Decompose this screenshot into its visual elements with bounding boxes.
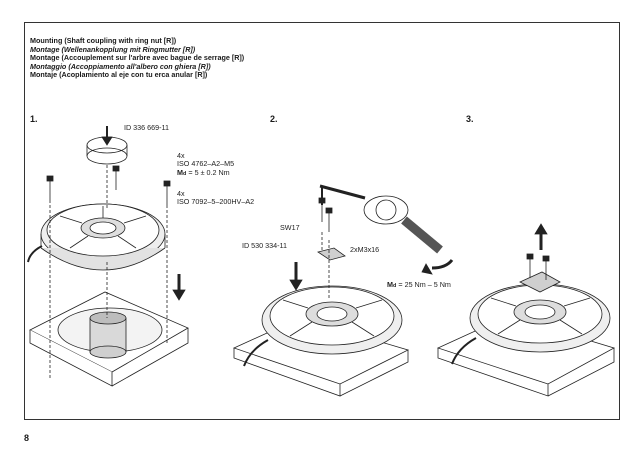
step-3-number: 3. (466, 114, 474, 124)
step-2-illustration (232, 184, 454, 397)
torque-subscript-1: d (183, 171, 187, 177)
screw-iso-label-1: ISO 4762–A2–M5 (177, 159, 235, 168)
heading-block: Mounting (Shaft coupling with ring nut [… (30, 36, 245, 80)
torque-symbol-1: M (177, 168, 183, 177)
heading-it: Montaggio (Accoppiamento all'albero con … (30, 61, 211, 71)
screws-label-2: 2xM3x16 (350, 245, 380, 254)
screw-count-label-1: 4x (177, 151, 185, 160)
screw-iso-label-2: ISO 7092–5–200HV–A2 (177, 197, 255, 206)
heading-fr: Montage (Accouplement sur l'arbre avec b… (30, 53, 245, 63)
step-2-number: 2. (270, 114, 278, 124)
page-frame (24, 22, 620, 420)
heading-en: Mounting (Shaft coupling with ring nut [… (30, 36, 177, 45)
heading-de: Montage (Wellenankopplung mit Ringmutter… (30, 44, 196, 54)
torque-symbol-2: M (387, 280, 393, 289)
heading-es: Montaje (Acoplamiento al eje con tu erca… (30, 70, 208, 80)
torque-subscript-2: d (393, 283, 397, 289)
step-1-number: 1. (30, 114, 38, 124)
id-label-2: ID 530 334-11 (242, 241, 288, 250)
torque-value-2: = 25 Nm – 5 Nm (398, 280, 451, 289)
wrench-size-label: SW17 (280, 223, 300, 232)
step-1-illustration (27, 126, 189, 387)
id-label-1: ID 336 669-11 (124, 123, 170, 132)
torque-label-2: Md = 25 Nm – 5 Nm (387, 280, 451, 290)
torque-value-1: = 5 ± 0.2 Nm (188, 168, 230, 177)
torque-label-1: Md = 5 ± 0.2 Nm (177, 168, 230, 178)
page-number: 8 (24, 433, 30, 443)
step-3-illustration (436, 223, 616, 397)
screw-count-label-2: 4x (177, 189, 185, 198)
